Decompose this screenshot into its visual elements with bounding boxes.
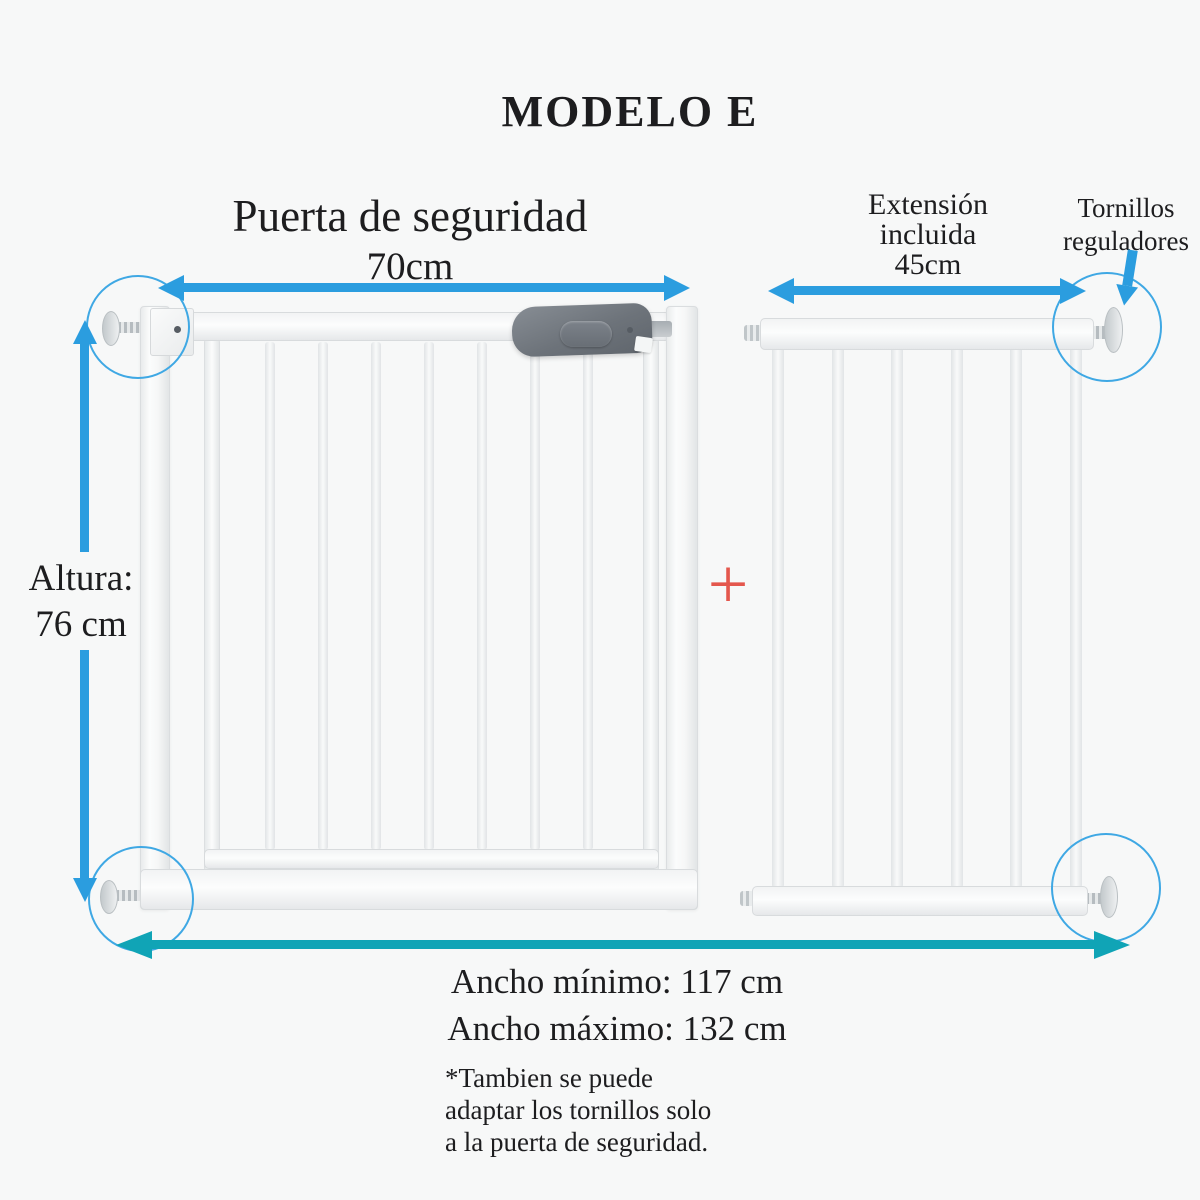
main-gate-right-post — [666, 306, 698, 910]
adjusting-screws-label: Tornillos reguladores — [1036, 192, 1200, 258]
extension-bar — [891, 346, 903, 888]
gate-bar — [424, 342, 434, 850]
extension-label: Extensión incluida 45cm — [828, 190, 1028, 280]
gate-bar — [371, 342, 381, 850]
extension-top-connector — [744, 325, 762, 341]
main-gate-bottom-rail — [140, 869, 698, 910]
latch-clip — [634, 335, 653, 354]
gate-bar — [265, 342, 275, 850]
extension-bar — [951, 346, 963, 888]
page-title: MODELO E — [501, 87, 759, 136]
extension-label-line: Extensión — [868, 188, 988, 221]
main-gate-heading: Puerta de seguridad 70cm — [160, 190, 660, 289]
extension-label-line: 45cm — [894, 248, 962, 281]
footnote-line: adaptar los tornillos solo — [445, 1095, 712, 1125]
highlight-circle-extension-top-screw — [1052, 272, 1162, 382]
footnote-line: a la puerta de seguridad. — [445, 1127, 709, 1157]
width-arrow-70cm — [184, 283, 664, 292]
door-right-stile — [643, 339, 659, 871]
max-width-text: Ancho máximo: 132 cm — [447, 1009, 787, 1048]
footnote-line: *Tambien se puede — [445, 1063, 654, 1093]
adjusting-screws-label-line: Tornillos — [1077, 193, 1175, 223]
extension-bar — [772, 346, 784, 888]
width-summary: Ancho mínimo: 117 cm Ancho máximo: 132 c… — [367, 958, 867, 1052]
height-arrow-top-segment — [80, 344, 89, 552]
height-arrow-bottom-segment — [80, 650, 89, 878]
extension-bar — [1010, 346, 1022, 888]
latch-screw-dot — [627, 327, 633, 333]
adjusting-screws-label-line: reguladores — [1063, 226, 1189, 256]
latch-button — [560, 321, 612, 347]
main-gate-width-label: 70cm — [366, 245, 454, 288]
width-arrow-45cm — [794, 286, 1060, 295]
gate-bar — [583, 342, 593, 850]
extension-bottom-connector — [740, 891, 754, 906]
extension-bottom-rail — [752, 886, 1088, 916]
height-value: 76 cm — [35, 604, 127, 645]
extension-label-line: incluida — [879, 218, 977, 251]
gate-bar — [530, 342, 540, 850]
min-width-text: Ancho mínimo: 117 cm — [450, 962, 784, 1001]
height-dimension: Altura: 76 cm — [6, 556, 156, 648]
footnote: *Tambien se puede adaptar los tornillos … — [445, 1062, 865, 1158]
gate-bar — [477, 342, 487, 850]
door-left-stile — [204, 339, 220, 871]
main-gate-label: Puerta de seguridad — [232, 191, 588, 241]
gate-bar — [318, 342, 328, 850]
extension-bar — [832, 346, 844, 888]
extension-top-rail — [760, 318, 1094, 350]
extension-bar — [1070, 346, 1082, 888]
height-label: Altura: — [28, 558, 134, 599]
highlight-circle-extension-bottom-screw — [1051, 833, 1161, 943]
plus-sign: + — [707, 544, 749, 624]
door-bottom-rail — [204, 849, 659, 869]
total-width-arrow — [152, 940, 1094, 949]
main-gate-left-post — [140, 306, 170, 910]
latch-connector — [648, 321, 672, 337]
